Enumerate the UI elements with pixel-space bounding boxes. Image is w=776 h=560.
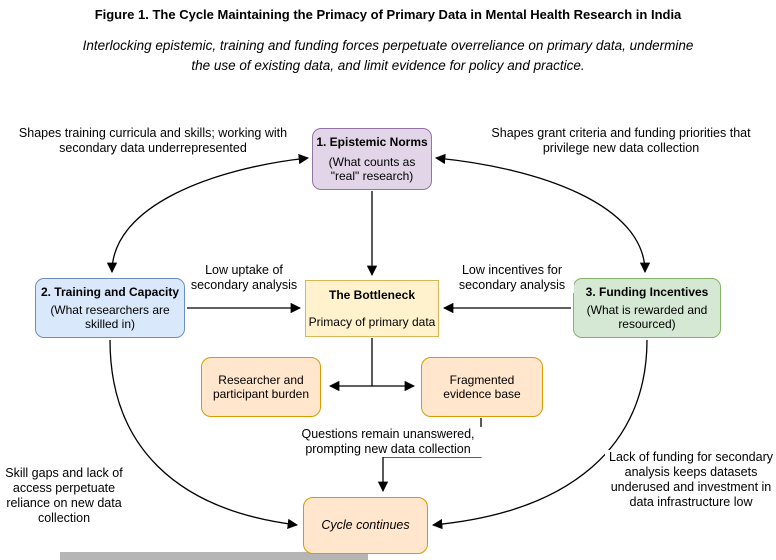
edge-label-fragmented-to-cycle: Questions remain unanswered, prompting n…: [288, 427, 488, 457]
arrow-epistemic-funding-curve: [434, 153, 651, 274]
figure-title: Figure 1. The Cycle Maintaining the Prim…: [94, 7, 682, 22]
edge-label-epistemic-to-training: Shapes training curricula and skills; wo…: [8, 126, 298, 156]
funding-incentives-title: 3. Funding Incentives: [585, 285, 709, 299]
node-researcher-burden: Researcher and participant burden: [201, 357, 321, 417]
figure-subtitle: Interlocking epistemic, training and fun…: [82, 38, 694, 73]
bottom-scrollbar-fragment: [60, 552, 368, 560]
edge-label-funding-to-cycle: Lack of funding for secondary analysis k…: [605, 450, 776, 510]
training-capacity-title: 2. Training and Capacity: [40, 285, 180, 299]
node-bottleneck: The Bottleneck Primacy of primary data: [305, 280, 439, 337]
node-cycle-continues: Cycle continues: [303, 497, 428, 554]
edge-label-training-to-cycle: Skill gaps and lack of access perpetuate…: [5, 466, 123, 525]
fragmented-evidence-label: Fragmented evidence base: [443, 372, 521, 401]
arrow-epistemic-training-curve: [106, 153, 310, 274]
training-capacity-subtitle: (What researchers are skilled in): [50, 302, 170, 331]
epistemic-norms-subtitle: (What counts as "real" research): [328, 154, 416, 183]
bottleneck-subtitle: Primacy of primary data: [308, 314, 436, 329]
node-funding-incentives: 3. Funding Incentives (What is rewarded …: [573, 278, 721, 338]
bottleneck-title: The Bottleneck: [328, 288, 415, 302]
funding-incentives-subtitle: (What is rewarded and resourced): [586, 302, 708, 331]
edge-label-epistemic-to-funding: Shapes grant criteria and funding priori…: [478, 126, 764, 156]
epistemic-norms-title: 1. Epistemic Norms: [316, 135, 428, 149]
node-fragmented-evidence: Fragmented evidence base: [421, 357, 543, 417]
node-training-capacity: 2. Training and Capacity (What researche…: [35, 278, 185, 338]
cycle-continues-label: Cycle continues: [321, 518, 410, 533]
edge-label-funding-to-bottleneck: Low incentives for secondary analysis: [450, 263, 574, 293]
node-epistemic-norms: 1. Epistemic Norms (What counts as "real…: [312, 128, 432, 190]
edge-label-training-to-bottleneck: Low uptake of secondary analysis: [186, 263, 302, 293]
researcher-burden-label: Researcher and participant burden: [212, 372, 310, 401]
